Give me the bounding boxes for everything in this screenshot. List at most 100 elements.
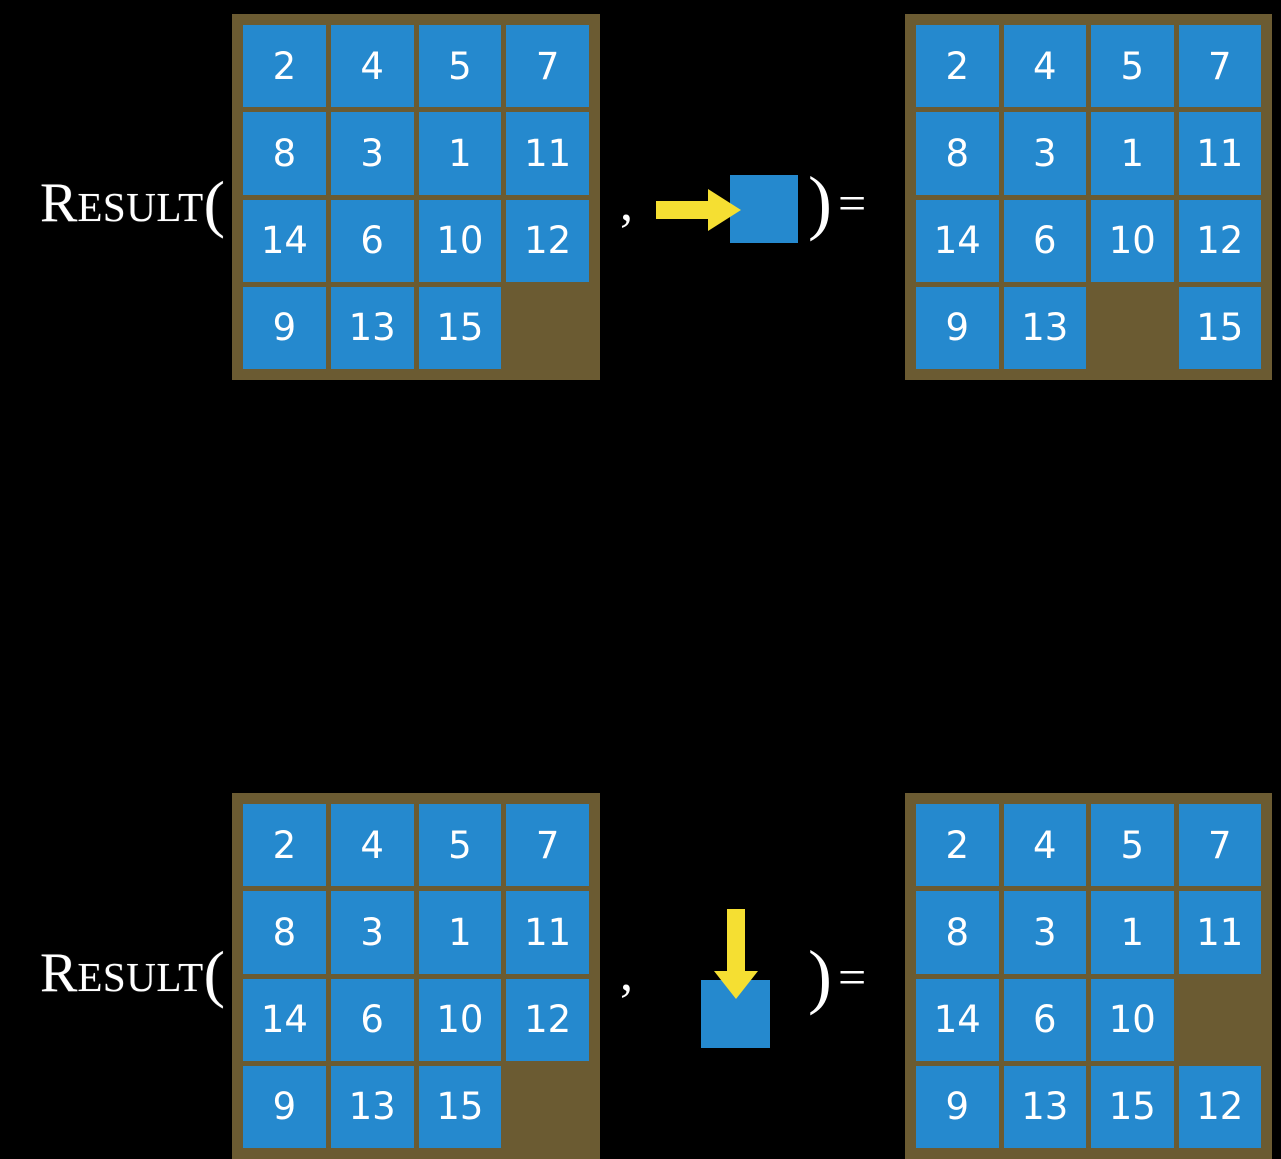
tile: 4	[1003, 804, 1086, 887]
tile-cell[interactable]: 7	[1178, 25, 1261, 108]
tile: 13	[330, 1065, 414, 1148]
tile: 12	[1178, 1065, 1261, 1148]
tile-cell[interactable]: 10	[418, 978, 502, 1061]
tile-cell[interactable]: 8	[243, 112, 326, 195]
tile-cell[interactable]: 8	[916, 112, 999, 195]
blank-cell[interactable]	[506, 1066, 589, 1148]
tile-cell[interactable]: 11	[506, 112, 589, 195]
tile-cell[interactable]: 7	[506, 804, 589, 887]
tile-cell[interactable]: 14	[916, 199, 999, 282]
tile-cell[interactable]: 13	[1003, 286, 1086, 369]
tile: 7	[1178, 25, 1261, 108]
tile-cell[interactable]: 9	[243, 1065, 326, 1148]
tile: 14	[243, 199, 326, 282]
tile: 4	[1003, 25, 1086, 108]
tile-cell[interactable]: 11	[506, 891, 589, 974]
tile: 13	[1003, 1065, 1086, 1148]
tile-cell[interactable]: 10	[418, 199, 502, 282]
blank-cell[interactable]	[1179, 979, 1262, 1061]
output-board-row-2: 2 4 5 7 8 3 1 11 14 6 10 9 13 15 12	[905, 793, 1272, 1159]
tile-cell[interactable]: 3	[1003, 891, 1086, 974]
tile-cell[interactable]: 4	[1003, 25, 1086, 108]
tile-cell[interactable]: 12	[1178, 1065, 1261, 1148]
tile-cell[interactable]: 8	[916, 891, 999, 974]
tile-cell[interactable]: 6	[1003, 199, 1086, 282]
tile: 10	[1091, 978, 1174, 1061]
blank-tile	[1179, 979, 1262, 1061]
tile-cell[interactable]: 1	[418, 112, 502, 195]
blank-cell[interactable]	[506, 287, 589, 369]
tile-cell[interactable]: 8	[243, 891, 326, 974]
tile: 5	[418, 804, 502, 887]
output-board-row-1: 2 4 5 7 8 3 1 11 14 6 10 12 9 13 15	[905, 14, 1272, 380]
board-grid: 2 4 5 7 8 3 1 11 14 6 10 9 13 15 12	[916, 804, 1261, 1148]
tile-cell[interactable]: 5	[1091, 804, 1174, 887]
tile-cell[interactable]: 5	[1091, 25, 1174, 108]
argument-separator-comma: ,	[620, 945, 633, 1002]
input-board-row-1: 2 4 5 7 8 3 1 11 14 6 10 12 9 13 15	[232, 14, 600, 380]
tile: 11	[1178, 112, 1261, 195]
tile-cell[interactable]: 15	[418, 1065, 502, 1148]
tile-cell[interactable]: 13	[1003, 1065, 1086, 1148]
tile-cell[interactable]: 9	[243, 286, 326, 369]
tile-cell[interactable]: 12	[506, 978, 589, 1061]
tile-cell[interactable]: 3	[1003, 112, 1086, 195]
tile-cell[interactable]: 9	[916, 1065, 999, 1148]
tile-cell[interactable]: 11	[1178, 112, 1261, 195]
tile-cell[interactable]: 2	[916, 804, 999, 887]
tile-cell[interactable]: 15	[1091, 1065, 1174, 1148]
tile-cell[interactable]: 11	[1178, 891, 1261, 974]
tile-cell[interactable]: 1	[418, 891, 502, 974]
tile: 8	[916, 891, 999, 974]
tile: 11	[506, 112, 589, 195]
arrow-down-icon	[714, 909, 758, 999]
tile: 1	[1091, 891, 1174, 974]
tile: 13	[1003, 286, 1086, 369]
tile: 3	[330, 112, 414, 195]
tile: 9	[243, 286, 326, 369]
tile: 14	[916, 978, 999, 1061]
tile-cell[interactable]: 2	[243, 25, 326, 108]
tile-cell[interactable]: 7	[506, 25, 589, 108]
tile: 2	[916, 25, 999, 108]
tile: 15	[418, 1065, 502, 1148]
tile-cell[interactable]: 1	[1091, 891, 1174, 974]
tile-cell[interactable]: 6	[330, 199, 414, 282]
tile-cell[interactable]: 13	[330, 286, 414, 369]
tile: 14	[916, 199, 999, 282]
tile: 6	[1003, 199, 1086, 282]
open-paren: (	[203, 938, 225, 1009]
tile-cell[interactable]: 13	[330, 1065, 414, 1148]
tile-cell[interactable]: 3	[330, 891, 414, 974]
tile-cell[interactable]: 7	[1178, 804, 1261, 887]
tile-cell[interactable]: 5	[418, 804, 502, 887]
tile-cell[interactable]: 4	[330, 25, 414, 108]
tile-cell[interactable]: 4	[330, 804, 414, 887]
tile-cell[interactable]: 10	[1091, 978, 1174, 1061]
blue-tile-icon	[730, 175, 798, 243]
tile-cell[interactable]: 14	[243, 199, 326, 282]
tile-cell[interactable]: 4	[1003, 804, 1086, 887]
tile-cell[interactable]: 1	[1091, 112, 1174, 195]
tile: 9	[243, 1065, 326, 1148]
tile-cell[interactable]: 2	[916, 25, 999, 108]
open-paren: (	[203, 168, 225, 239]
tile: 4	[330, 804, 414, 887]
tile-cell[interactable]: 12	[506, 199, 589, 282]
tile-cell[interactable]: 15	[1178, 286, 1261, 369]
tile-cell[interactable]: 6	[330, 978, 414, 1061]
tile-cell[interactable]: 9	[916, 286, 999, 369]
tile-cell[interactable]: 3	[330, 112, 414, 195]
tile-cell[interactable]: 6	[1003, 978, 1086, 1061]
tile-cell[interactable]: 15	[418, 286, 502, 369]
board-grid: 2 4 5 7 8 3 1 11 14 6 10 12 9 13 15	[243, 25, 589, 369]
tile-cell[interactable]: 12	[1178, 199, 1261, 282]
close-paren-equals-row-2: )=	[808, 940, 866, 1012]
tile-cell[interactable]: 14	[243, 978, 326, 1061]
tile-cell[interactable]: 5	[418, 25, 502, 108]
tile-cell[interactable]: 2	[243, 804, 326, 887]
tile-cell[interactable]: 14	[916, 978, 999, 1061]
tile: 1	[418, 112, 502, 195]
tile-cell[interactable]: 10	[1091, 199, 1174, 282]
blank-cell[interactable]	[1091, 287, 1174, 369]
